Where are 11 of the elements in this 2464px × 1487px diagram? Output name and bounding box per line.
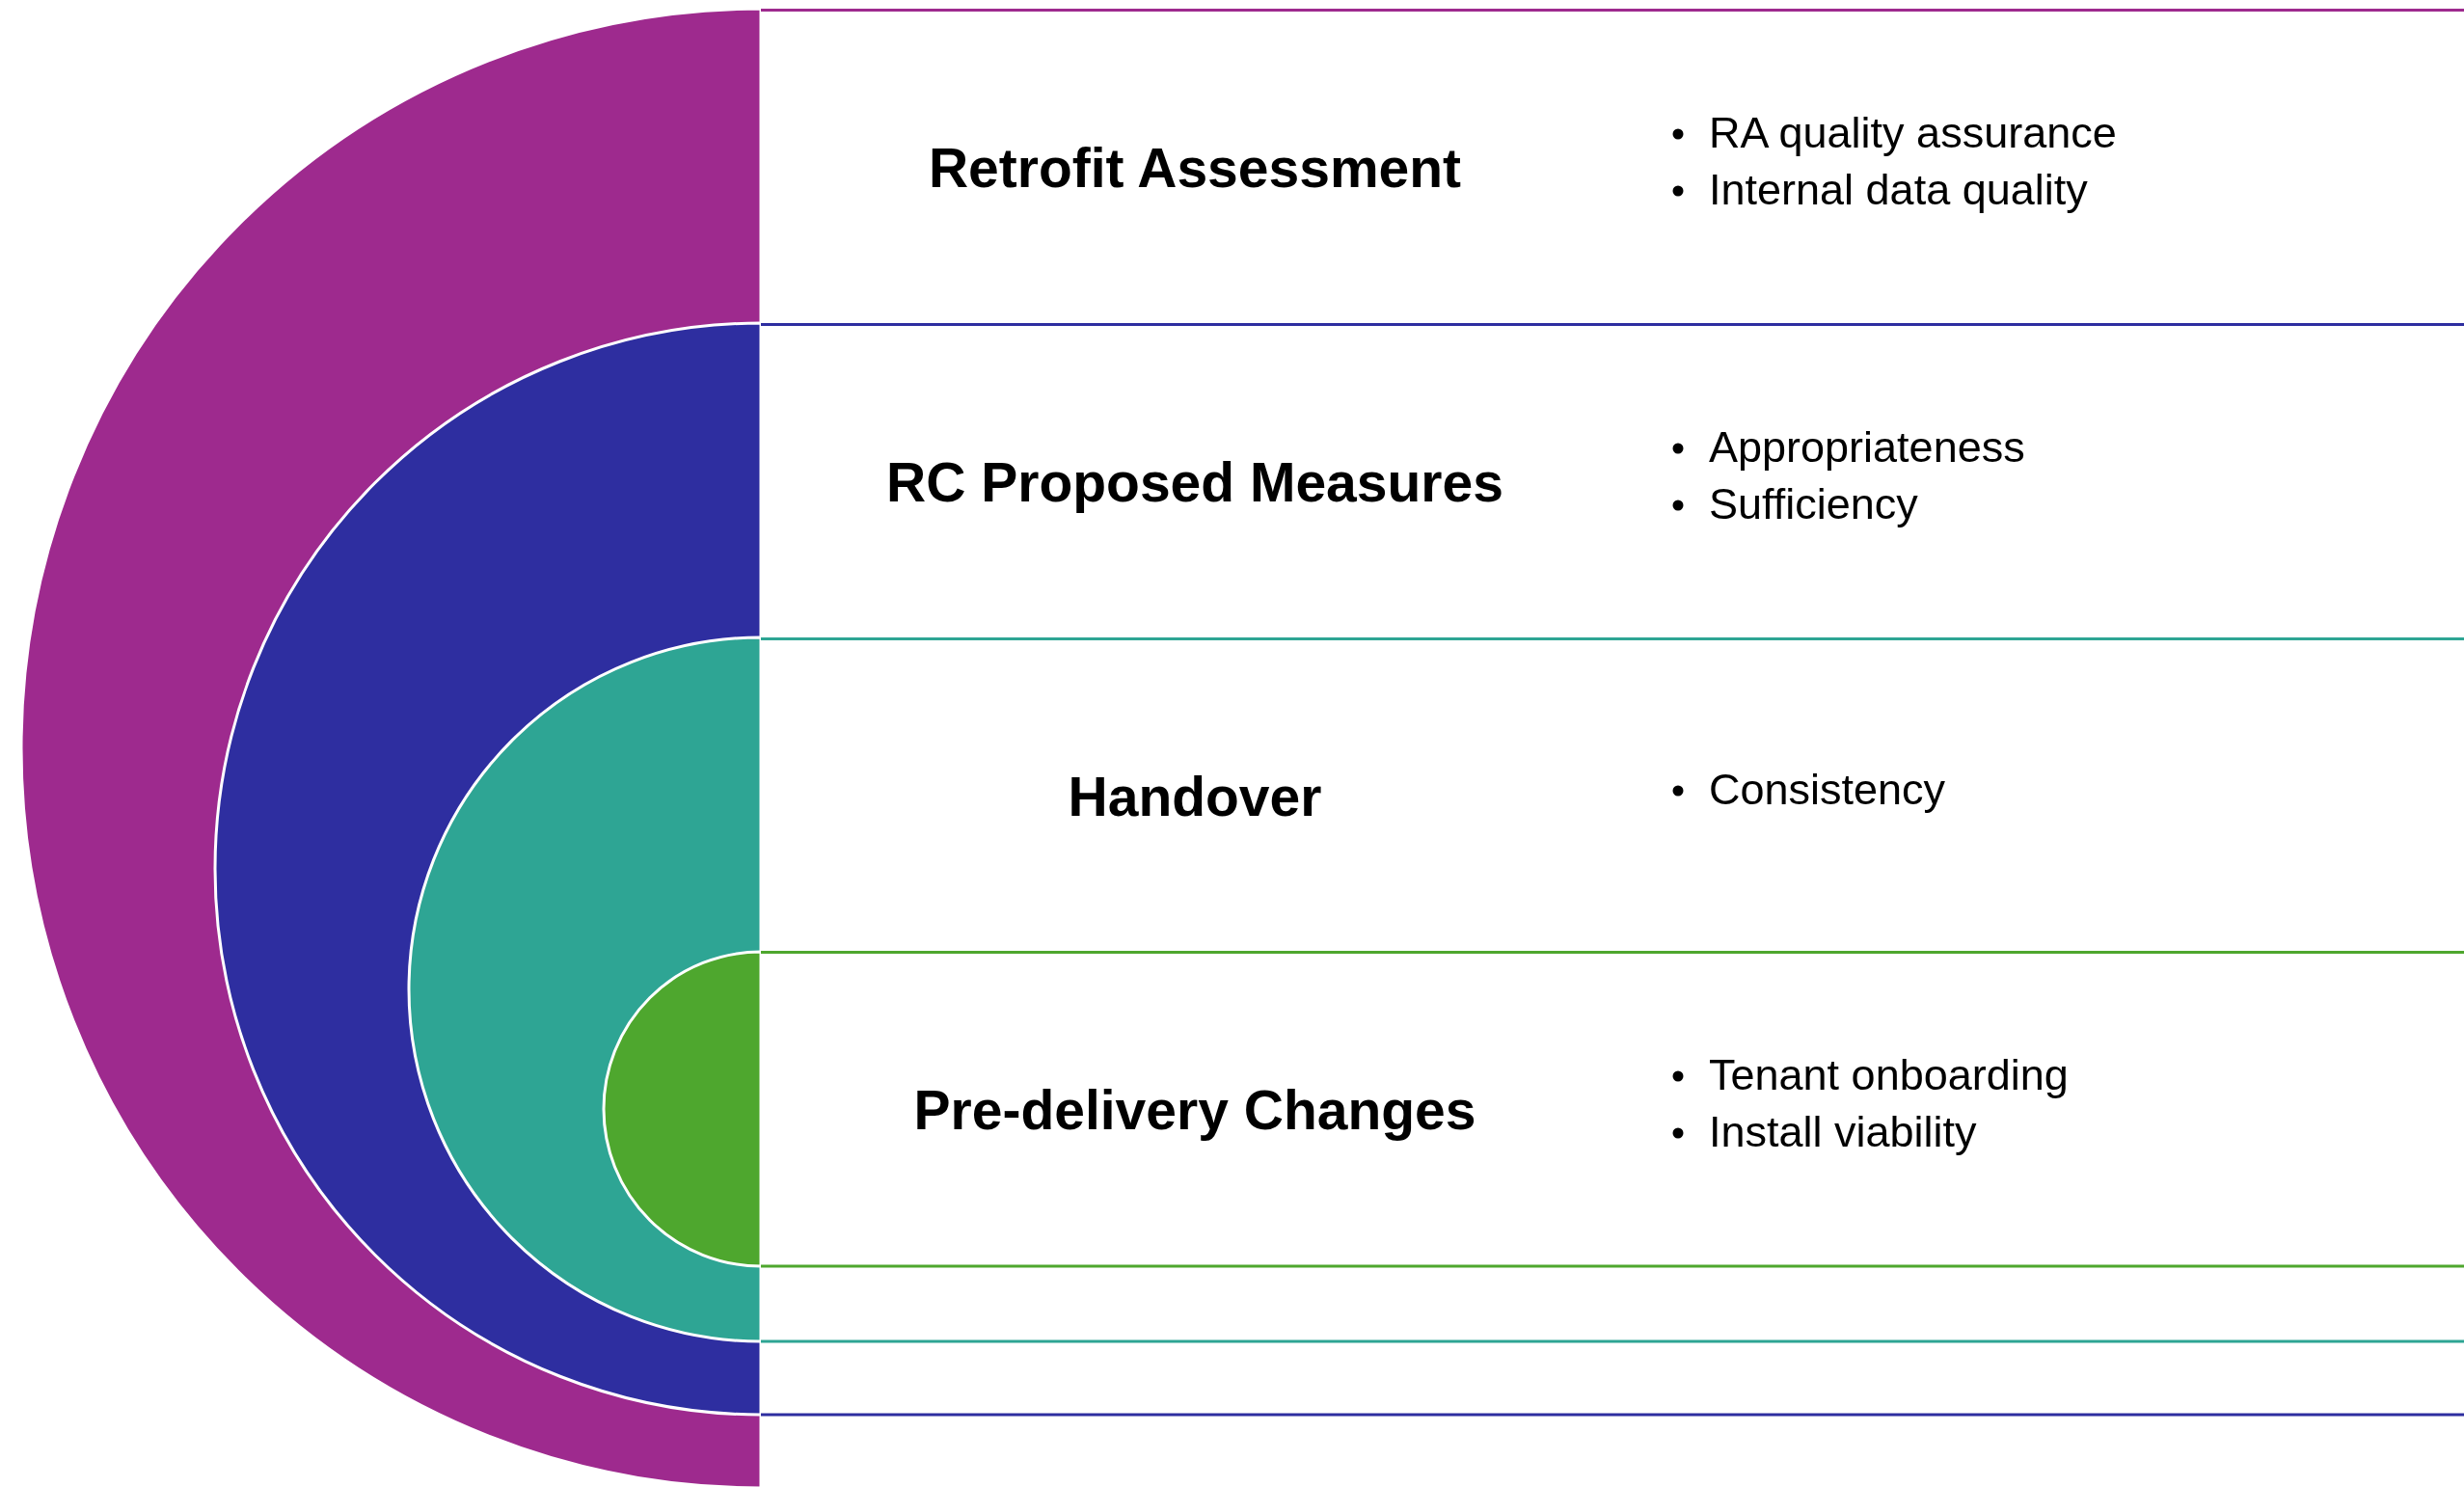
stage-title: RC Proposed Measures	[885, 450, 1504, 514]
bullet-item: Sufficiency	[1709, 479, 1918, 528]
stage-title: Pre-delivery Changes	[912, 1078, 1477, 1142]
stage-title: Retrofit Assessment	[927, 136, 1463, 200]
bullet-item: Install viability	[1709, 1107, 1977, 1156]
bullet-item: Tenant onboarding	[1709, 1050, 2069, 1099]
bullet-item: Appropriateness	[1709, 422, 2025, 472]
stage-title: Handover	[1067, 764, 1323, 828]
bullet-item: Consistency	[1709, 765, 1946, 814]
bullet-item: Internal data quality	[1709, 165, 2088, 214]
bullet-item: RA quality assurance	[1709, 108, 2117, 157]
